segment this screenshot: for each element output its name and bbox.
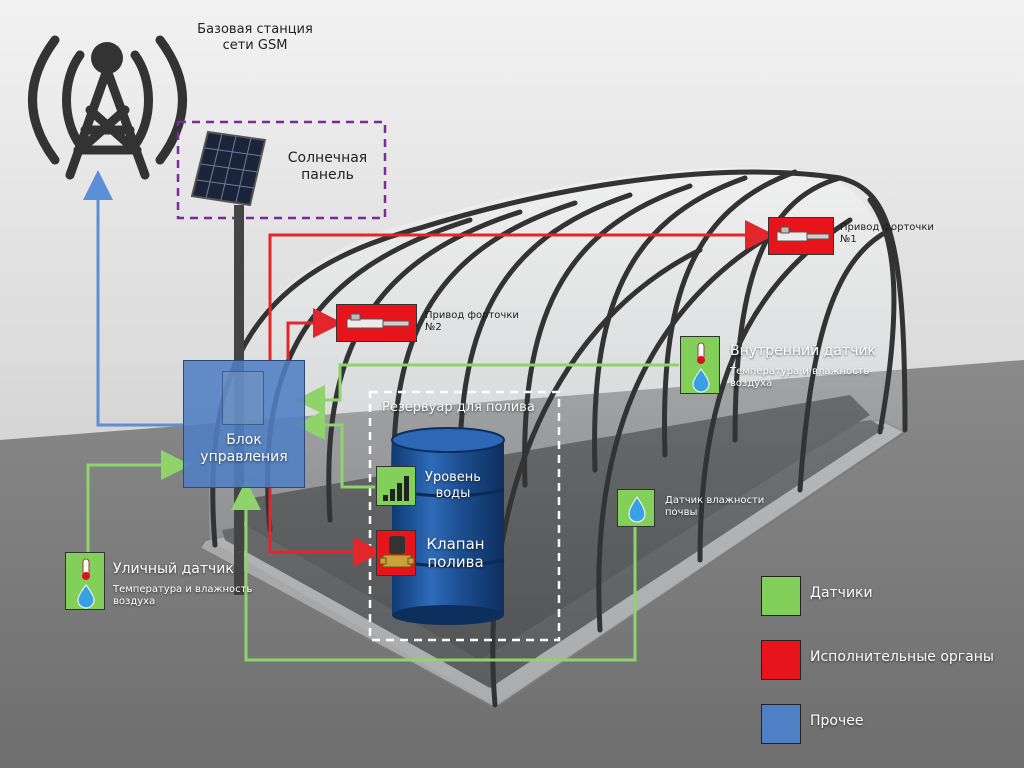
valve-label: Клапан полива [426, 535, 485, 571]
legend-swatch-actuators [761, 640, 801, 680]
water-level-sensor-box [376, 466, 416, 506]
water-barrel-icon [391, 427, 505, 625]
gsm-antenna-dot [91, 42, 123, 74]
legend-label-sensors: Датчики [810, 585, 873, 601]
solar-panel-frame [176, 120, 387, 220]
line-inner-sensor [295, 363, 679, 415]
vent2-label: Привод форточки №2 [425, 310, 519, 333]
vent1-actuator-box [768, 217, 834, 255]
solenoid-valve-icon [379, 536, 415, 568]
control-unit-enclosure [222, 371, 264, 425]
outdoor-sensor-box [65, 552, 105, 610]
line-control-to-gsm [83, 170, 183, 427]
legend-label-actuators: Исполнительные органы [810, 649, 994, 665]
gsm-title: Базовая станция сети GSM [197, 22, 313, 53]
reservoir-label: Резервуар для полива [382, 400, 535, 415]
inner-sensor-box [680, 336, 720, 394]
inner-sensor-title: Внутренний датчик [730, 343, 876, 359]
reservoir-frame [368, 390, 561, 642]
signal-bars-icon [383, 476, 409, 501]
line-control-to-valve [268, 488, 383, 567]
outdoor-sensor-title: Уличный датчик [113, 561, 234, 577]
linear-actuator-icon [776, 226, 830, 242]
outdoor-sensor-desc: Температура и влажность воздуха [113, 584, 253, 607]
legend-swatch-other [761, 704, 801, 744]
thermometer-drop-icon [692, 342, 710, 393]
legend-swatch-sensors [761, 576, 801, 616]
valve-actuator-box [376, 530, 416, 576]
solar-panel-label: Солнечная панель [287, 150, 368, 183]
water-level-label: Уровень воды [425, 470, 481, 501]
control-unit-box [183, 360, 305, 488]
line-outdoor-sensor [86, 450, 191, 555]
solar-panel-icon [190, 130, 267, 207]
thermometer-drop-icon [77, 558, 95, 609]
line-soil-sensor [231, 480, 637, 662]
water-drop-icon [628, 496, 646, 523]
inner-sensor-desc: Температура и влажность воздуха [730, 366, 870, 389]
control-unit-label: Блок управления [200, 432, 288, 465]
vent1-label: Привод форточки №1 [840, 222, 934, 245]
soil-sensor-box [617, 489, 655, 527]
soil-sensor-label: Датчик влажности почвы [665, 495, 765, 518]
line-water-level [295, 410, 375, 489]
vent2-actuator-box [336, 304, 417, 342]
line-control-to-vent2 [286, 308, 343, 360]
linear-actuator-icon [346, 313, 410, 329]
gsm-tower-icon [28, 35, 187, 180]
legend-label-other: Прочее [810, 713, 864, 729]
line-control-to-vent1 [268, 220, 775, 360]
